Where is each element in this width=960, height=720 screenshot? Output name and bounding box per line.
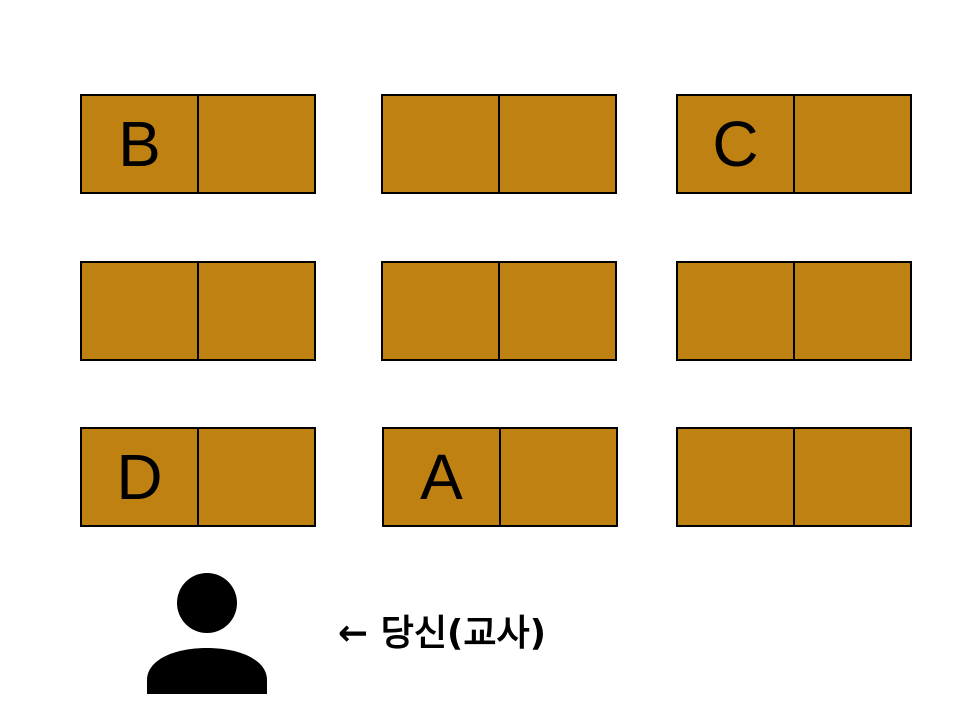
- seat-empty: [500, 261, 617, 361]
- seat-empty: [501, 427, 618, 527]
- seat-d: D: [80, 427, 199, 527]
- seat-empty: [199, 94, 316, 194]
- seat-empty: [795, 94, 912, 194]
- seat-empty: [80, 261, 199, 361]
- seat-empty: [199, 427, 316, 527]
- seat-empty: [381, 261, 500, 361]
- seat-empty: [199, 261, 316, 361]
- desk-row1-left: B: [80, 94, 316, 194]
- desk-row3-right: [676, 427, 912, 527]
- seat-empty: [676, 261, 795, 361]
- seat-empty: [676, 427, 795, 527]
- seat-empty: [795, 427, 912, 527]
- seat-c: C: [676, 94, 795, 194]
- desk-row3-middle: A: [382, 427, 618, 527]
- seat-empty: [795, 261, 912, 361]
- seat-b: B: [80, 94, 199, 194]
- desk-row2-middle: [381, 261, 617, 361]
- desk-row1-right: C: [676, 94, 912, 194]
- seat-empty: [381, 94, 500, 194]
- teacher-label: ← 당신(교사): [338, 613, 547, 654]
- desk-row3-left: D: [80, 427, 316, 527]
- desk-row2-left: [80, 261, 316, 361]
- seat-a: A: [382, 427, 501, 527]
- desk-row2-right: [676, 261, 912, 361]
- seat-empty: [500, 94, 617, 194]
- desk-row1-middle: [381, 94, 617, 194]
- person-icon: [147, 573, 267, 694]
